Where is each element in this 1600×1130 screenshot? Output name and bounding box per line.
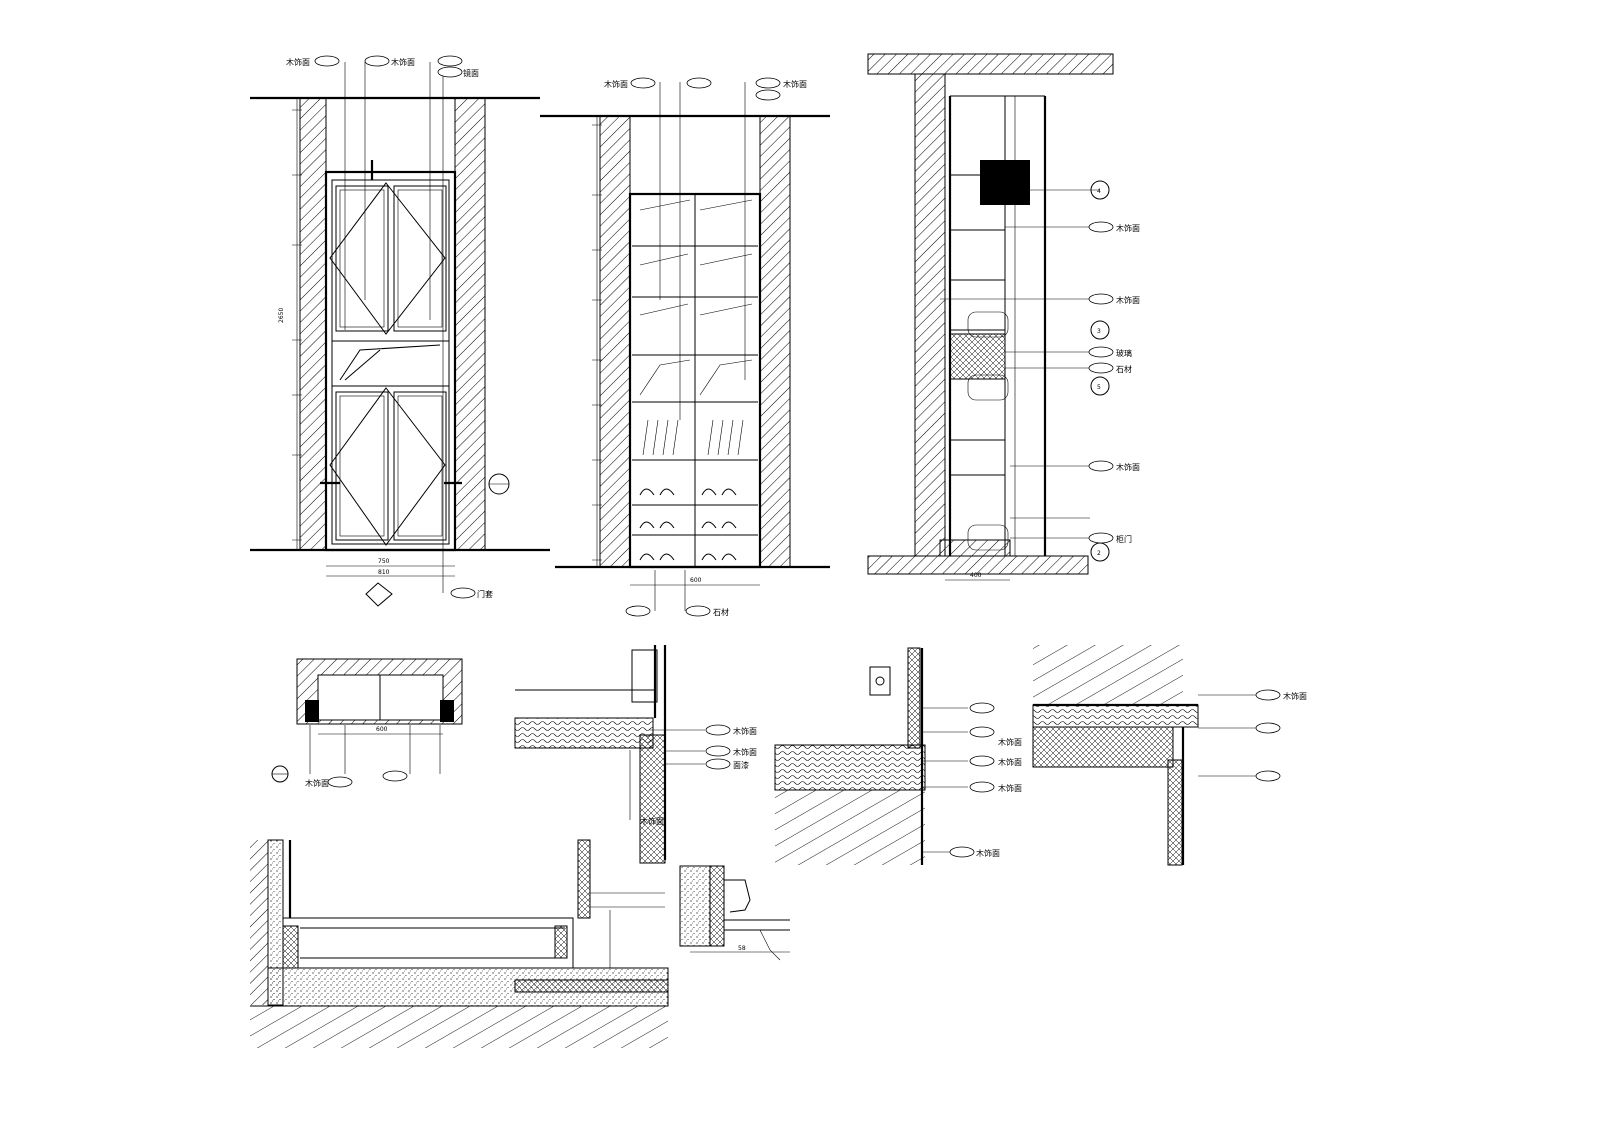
label-wood-finish-14: 木饰面	[998, 783, 1022, 793]
shoe-rows	[639, 488, 737, 561]
label-paint: 面漆	[733, 760, 749, 770]
opening-width-dimension: 810	[378, 569, 390, 576]
height-dimension: 2650	[278, 308, 285, 323]
detail-d: 58	[679, 865, 790, 961]
label-wood-finish-3: 木饰面	[604, 79, 628, 89]
detail-c: 木饰面	[1032, 645, 1307, 866]
elevation-cabinet: 600 木饰面 木饰面 石材	[540, 77, 830, 617]
door-width-dimension: 750	[378, 558, 390, 565]
label-wood-finish-11: 木饰面	[640, 816, 664, 826]
detail-marker-2: 2	[1097, 550, 1101, 557]
label-mirror-1: 镜面	[463, 68, 479, 78]
label-wood-finish-1: 木饰面	[286, 57, 310, 67]
label-wood-finish-4: 木饰面	[783, 79, 807, 89]
label-wood-finish-6: 木饰面	[1116, 295, 1140, 305]
elevation-door: 2650 750 810 木饰面 木饰面 镜面 门套	[250, 55, 550, 607]
label-door-frame: 门套	[477, 589, 493, 599]
label-wood-finish-13: 木饰面	[998, 757, 1022, 767]
section-cabinet: 400 4 3 5 2 木饰面 木饰面 玻璃 石材 木饰面 柜门	[867, 53, 1140, 581]
detail-marker-5: 5	[1097, 384, 1101, 391]
label-wood-finish-2: 木饰面	[391, 57, 415, 67]
label-wood-finish-5: 木饰面	[1116, 223, 1140, 233]
plan-detail: 600 木饰面	[271, 658, 463, 788]
section-marker-icon	[365, 582, 393, 607]
plan-width-dimension: 600	[376, 726, 388, 733]
label-wood-finish-10: 木饰面	[733, 747, 757, 757]
label-wood-finish-9: 木饰面	[733, 726, 757, 736]
label-cabinet: 柜门	[1116, 534, 1132, 544]
detail-a: 木饰面 木饰面 面漆 木饰面	[514, 645, 757, 864]
detail-d-dimension: 58	[738, 945, 746, 952]
floor-section	[250, 839, 669, 1048]
detail-marker-3: 3	[1097, 328, 1101, 335]
label-wood-finish-8: 木饰面	[305, 778, 329, 788]
label-stone-2: 石材	[1116, 364, 1132, 374]
label-wood-finish-16: 木饰面	[1283, 691, 1307, 701]
detail-b: 木饰面 木饰面 木饰面 木饰面	[774, 647, 1022, 865]
label-glass: 玻璃	[1116, 348, 1132, 358]
label-wood-finish-7: 木饰面	[1116, 462, 1140, 472]
label-wood-finish-15: 木饰面	[976, 848, 1000, 858]
label-stone-1: 石材	[713, 607, 729, 617]
section-width-dimension: 400	[970, 572, 982, 579]
detail-marker-4: 4	[1097, 188, 1101, 195]
cabinet-width-dimension: 600	[690, 577, 702, 584]
label-wood-finish-12: 木饰面	[998, 737, 1022, 747]
